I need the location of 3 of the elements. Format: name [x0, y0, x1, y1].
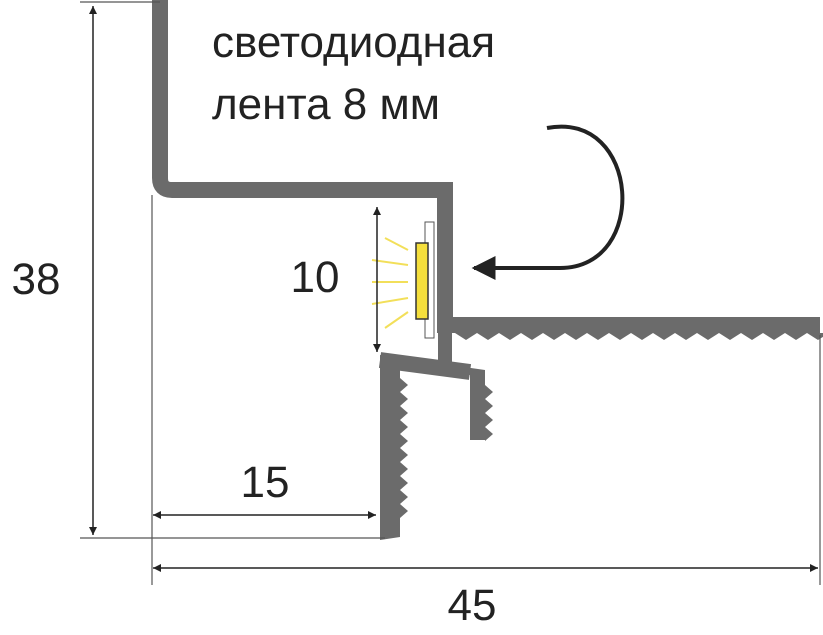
led-strip: [415, 242, 429, 320]
callout-text: светодиодная лента 8 мм: [212, 12, 612, 136]
leader-arrow: [472, 125, 624, 280]
